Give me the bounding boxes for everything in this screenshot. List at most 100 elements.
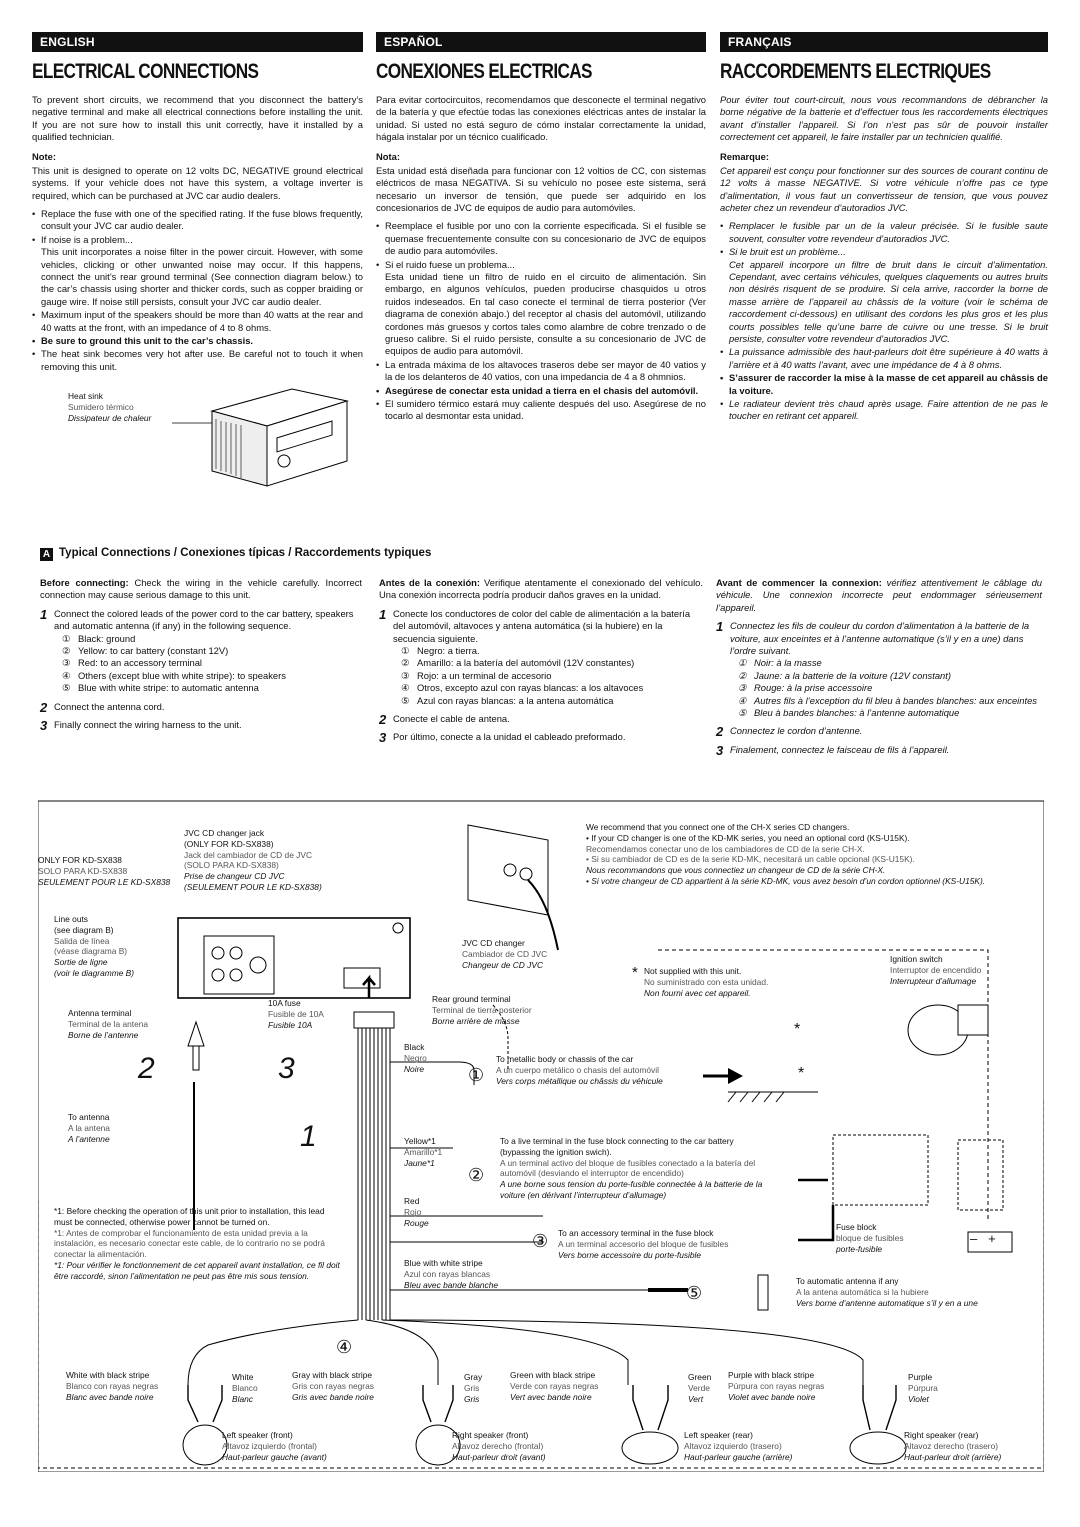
- label-line: Gray with black stripe: [292, 1370, 373, 1380]
- label-line: A une borne sous tension du porte-fusibl…: [500, 1179, 763, 1200]
- label-line: Blanc: [232, 1393, 253, 1404]
- label-line: Blanc avec bande noire: [66, 1391, 154, 1402]
- label-line: Blanco: [232, 1382, 258, 1393]
- label-line: A un terminal activo del bloque de fusib…: [500, 1157, 756, 1179]
- wire-text: Red: to an accessory terminal: [78, 657, 203, 669]
- label-line: A la antena automática si la hubiere: [796, 1286, 929, 1297]
- label-line: Line outs: [54, 914, 88, 924]
- label-line: Blanco con rayas negras: [66, 1380, 159, 1391]
- label-line: Left speaker (front): [222, 1430, 293, 1440]
- label-line: Altavoz derecho (trasero): [904, 1440, 999, 1451]
- label-line: Fusible de 10A: [268, 1008, 324, 1019]
- label-line: Borne arrière de masse: [432, 1015, 520, 1026]
- intro-english: To prevent short circuits, we recommend …: [32, 93, 363, 142]
- label-line: (bypassing the ignition swich).: [500, 1146, 612, 1157]
- label-line: Fusible 10A: [268, 1019, 313, 1030]
- bullet: If noise is a problem... This unit incor…: [32, 234, 363, 308]
- label-line: Vert: [688, 1393, 704, 1404]
- label-line: To antenna: [68, 1112, 110, 1122]
- noise-text-spanish: Esta unidad tiene un filtro de ruido en …: [385, 271, 706, 357]
- bullet: S’assurer de raccorder la mise à la mass…: [720, 372, 1048, 397]
- bullet: Maximum input of the speakers should be …: [32, 309, 363, 334]
- circled-4: ④: [336, 1337, 353, 1357]
- wire-text: Negro: a tierra.: [417, 645, 480, 657]
- label-line: To a live terminal in the fuse block con…: [500, 1136, 734, 1146]
- intro-french: Pour éviter tout court-circuit, nous vou…: [720, 93, 1048, 142]
- recommend-note: We recommend that you connect one of the…: [586, 822, 1016, 887]
- bullet: Si el ruido fuese un problema... Esta un…: [376, 259, 706, 358]
- note-text-spanish: Esta unidad está diseñada para funcionar…: [376, 164, 706, 213]
- label-line: Purple: [908, 1372, 933, 1382]
- label-line: ONLY FOR KD-SX838: [38, 855, 122, 865]
- label-line: Gris: [464, 1393, 480, 1404]
- note-heading-spanish: Nota:: [376, 151, 400, 163]
- label-line: Azul con rayas blancas: [404, 1268, 491, 1279]
- note-text-english: This unit is designed to operate on 12 v…: [32, 164, 363, 201]
- column-french: FRANÇAIS RACCORDEMENTS ELECTRIQUES Pour …: [720, 32, 1048, 424]
- step-number: 3: [379, 730, 387, 746]
- label-line: Recomendamos conectar uno de los cambiad…: [586, 843, 865, 854]
- circled-number: ⑤: [62, 682, 71, 694]
- label-line: Green with black stripe: [510, 1370, 596, 1380]
- bullet: Be sure to ground this unit to the car’s…: [32, 335, 363, 348]
- label-line: Violet avec bande noire: [728, 1391, 816, 1402]
- label-line: Salida de línea: [54, 935, 110, 946]
- step-number: 3: [716, 742, 724, 758]
- bullet: Asegúrese de conectar esta unidad a tier…: [376, 385, 706, 398]
- label-line: (SOLO PARA KD-SX838): [184, 860, 279, 871]
- label-line: JVC CD changer jack: [184, 828, 265, 838]
- bullet-text: Si le bruit est un problème...: [729, 246, 846, 258]
- circled-number: ③: [738, 682, 747, 694]
- label-line: Not supplied with this unit.: [644, 966, 742, 976]
- label-line: JVC CD changer: [462, 938, 525, 948]
- wire-text: Azul con rayas blancas: a la antena auto…: [417, 694, 614, 706]
- label-line: Gris avec bande noire: [292, 1391, 374, 1402]
- not-supplied-label: * Not supplied with this unit.No suminis…: [632, 964, 769, 998]
- label-line: Haut-parleur droit (avant): [452, 1451, 546, 1462]
- speaker-label-right-rear: Right speaker (rear)Altavoz derecho (tra…: [904, 1430, 1001, 1462]
- circled-number: ②: [401, 657, 410, 669]
- label-line: Vers borne accessoire du porte-fusible: [558, 1249, 702, 1260]
- label-line: No suministrado con esta unidad.: [644, 976, 769, 987]
- wire-text: Jaune: a la batterie de la voiture (12V …: [754, 669, 951, 681]
- title-french: RACCORDEMENTS ELECTRIQUES: [720, 60, 991, 83]
- bullet: Reemplace el fusible por uno con la corr…: [376, 220, 706, 257]
- label-line: SEULEMENT POUR LE KD-SX838: [38, 876, 171, 887]
- heat-sink-label-en: Heat sink: [68, 391, 103, 402]
- label-line: Noire: [404, 1063, 425, 1074]
- steps-spanish: Antes de la conexión: Verifique atentame…: [379, 577, 703, 750]
- step-text: Connect the colored leads of the power c…: [54, 607, 354, 632]
- step-number: 1: [379, 606, 387, 622]
- wiring-diagram: ONLY FOR KD-SX838 SOLO PARA KD-SX838 SEU…: [38, 800, 1044, 1472]
- yellow-destination-label: To a live terminal in the fuse block con…: [500, 1136, 764, 1201]
- wire-text: Amarillo: a la batería del automóvil (12…: [417, 657, 635, 669]
- circled-number: ②: [738, 669, 747, 681]
- bullet: La puissance admissible des haut-parleur…: [720, 346, 1048, 371]
- label-line: Ignition switch: [890, 954, 943, 964]
- step-number: 2: [716, 724, 724, 740]
- label-line: To metallic body or chassis of the car: [496, 1054, 634, 1064]
- label-line: 10A fuse: [268, 998, 301, 1008]
- circled-number: ①: [401, 645, 410, 657]
- circled-number: ④: [738, 694, 747, 706]
- label-line: Rear ground terminal: [432, 994, 511, 1004]
- only-for-label: ONLY FOR KD-SX838 SOLO PARA KD-SX838 SEU…: [38, 855, 170, 887]
- label-line: Haut-parleur gauche (avant): [222, 1451, 327, 1462]
- red-destination-label: To an accessory terminal in the fuse blo…: [558, 1228, 728, 1260]
- wire-item: ② Jaune: a la batterie de la voiture (12V…: [738, 670, 1042, 682]
- label-line: To automatic antenna if any: [796, 1276, 899, 1286]
- label-line: Left speaker (rear): [684, 1430, 753, 1440]
- label-line: Right speaker (front): [452, 1430, 529, 1440]
